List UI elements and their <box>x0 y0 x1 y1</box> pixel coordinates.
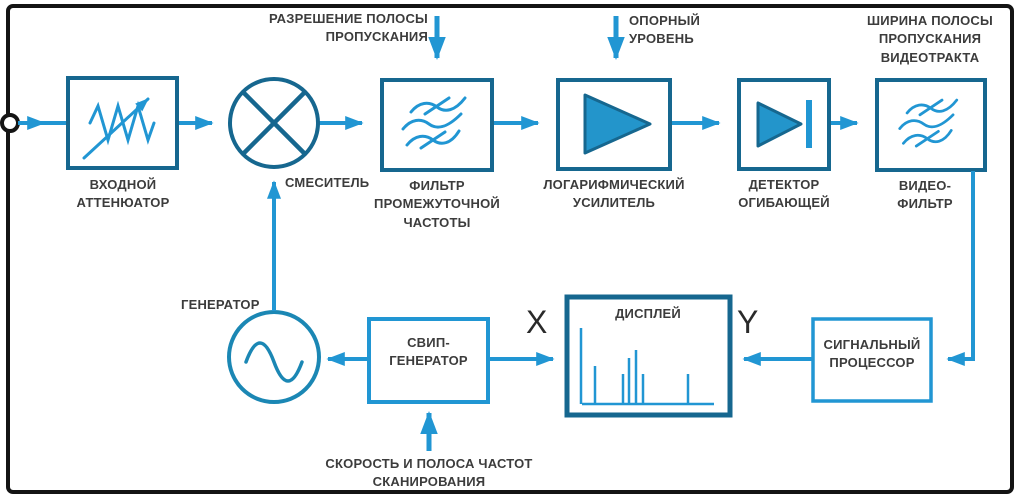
display-spectrum <box>579 328 714 406</box>
if-filter-label: ФИЛЬТР ПРОМЕЖУТОЧНОЙ ЧАСТОТЫ <box>374 178 500 230</box>
sweep-generator-label: СВИП- ГЕНЕРАТОР <box>389 335 468 369</box>
signal-processor-box <box>811 317 933 403</box>
local-oscillator-symbol <box>227 310 321 404</box>
resolution-bandwidth-label: РАЗРЕШЕНИЕ ПОЛОСЫ ПРОПУСКАНИЯ <box>268 11 428 45</box>
envelope-detector-box <box>737 78 831 171</box>
video-filter-box <box>875 78 987 172</box>
display-spectrum-bars <box>579 328 690 404</box>
sweep-speed-label: СКОРОСТЬ И ПОЛОСА ЧАСТОТ СКАНИРОВАНИЯ <box>325 456 533 490</box>
variable-attenuator-icon <box>82 97 156 160</box>
log-amplifier-box <box>556 78 672 171</box>
input-attenuator-label: ВХОДНОЙ АТТЕНЮАТОР <box>76 177 170 211</box>
mixer-cross-icon <box>241 90 307 156</box>
signal-processor-label: СИГНАЛЬНЫЙ ПРОЦЕССОР <box>823 337 921 371</box>
input-terminal <box>0 113 20 133</box>
video-filter-label: ВИДЕО- ФИЛЬТР <box>897 178 953 212</box>
input-attenuator-box <box>66 76 179 170</box>
x-axis-label: X <box>526 304 548 340</box>
diode-icon <box>756 100 812 148</box>
mixer-symbol <box>228 77 320 169</box>
local-oscillator-label: ГЕНЕРАТОР <box>181 297 260 312</box>
reference-level-label: ОПОРНЫЙ УРОВЕНЬ <box>629 13 701 47</box>
display-label: ДИСПЛЕЙ <box>615 306 681 321</box>
envelope-detector-label: ДЕТЕКТОР ОГИБАЮЩЕЙ <box>738 177 830 211</box>
log-amplifier-label: ЛОГАРИФМИЧЕСКИЙ УСИЛИТЕЛЬ <box>543 177 685 211</box>
video-bandwidth-label: ШИРИНА ПОЛОСЫ ПРОПУСКАНИЯ ВИДЕОТРАКТА <box>867 13 993 65</box>
display-box <box>564 294 733 418</box>
sine-wave-icon <box>244 341 304 383</box>
outer-frame <box>6 4 1014 494</box>
if-filter-box <box>380 78 494 172</box>
amplifier-triangle-icon <box>583 93 652 155</box>
y-axis-label: Y <box>737 304 759 340</box>
mixer-label: СМЕСИТЕЛЬ <box>285 175 370 190</box>
